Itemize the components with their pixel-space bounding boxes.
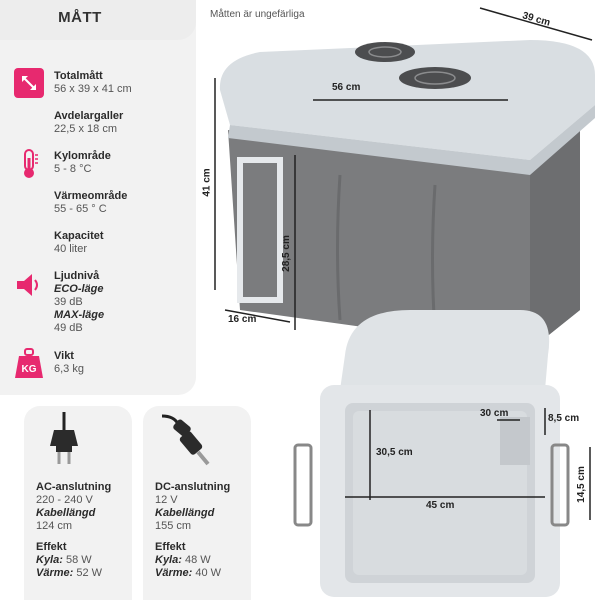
spec-divider: Avdelargaller 22,5 x 18 cm	[54, 110, 124, 135]
spec-noise: Ljudnivå ECO-läge 39 dB MAX-läge 49 dB	[54, 270, 105, 334]
dim-handle: 16 cm	[228, 314, 257, 325]
dim-height: 41 cm	[201, 168, 213, 197]
weight-icon: KG	[14, 348, 44, 378]
ac-plug-icon	[34, 412, 94, 477]
dc-plug-icon	[160, 412, 220, 477]
page-title: MÅTT	[58, 9, 102, 26]
cooler-open-illustration	[293, 310, 570, 597]
spec-weight: Vikt 6,3 kg	[54, 350, 84, 375]
spec-cooling: Kylområde 5 - 8 °C	[54, 150, 111, 175]
diagonal-arrow-icon	[14, 68, 44, 98]
spec-heating: Värmeområde 55 - 65 ° C	[54, 190, 128, 215]
dim-inner-height: 28,5 cm	[280, 235, 292, 272]
spec-total: Totalmått 56 x 39 x 41 cm	[54, 70, 132, 95]
dc-info: DC-anslutning 12 V Kabellängd 155 cm Eff…	[155, 481, 231, 579]
dim-length: 56 cm	[332, 82, 361, 93]
thermometer-icon	[14, 148, 44, 178]
dim-side: 14,5 cm	[575, 466, 587, 503]
title-bar	[0, 0, 196, 40]
ac-info: AC-anslutning 220 - 240 V Kabellängd 124…	[36, 481, 112, 579]
dim-inner-depth: 30,5 cm	[376, 447, 413, 458]
spec-capacity: Kapacitet 40 liter	[54, 230, 104, 255]
specs-panel	[0, 0, 196, 395]
speaker-icon	[14, 270, 44, 300]
approximate-note: Måtten är ungefärliga	[210, 9, 305, 20]
ac-card	[24, 406, 132, 600]
dc-card	[143, 406, 251, 600]
svg-text:KG: KG	[22, 364, 37, 375]
dim-compartment: 8,5 cm	[548, 413, 580, 424]
dim-inner-width: 30 cm	[480, 408, 509, 419]
dim-inner-length: 45 cm	[426, 500, 455, 511]
